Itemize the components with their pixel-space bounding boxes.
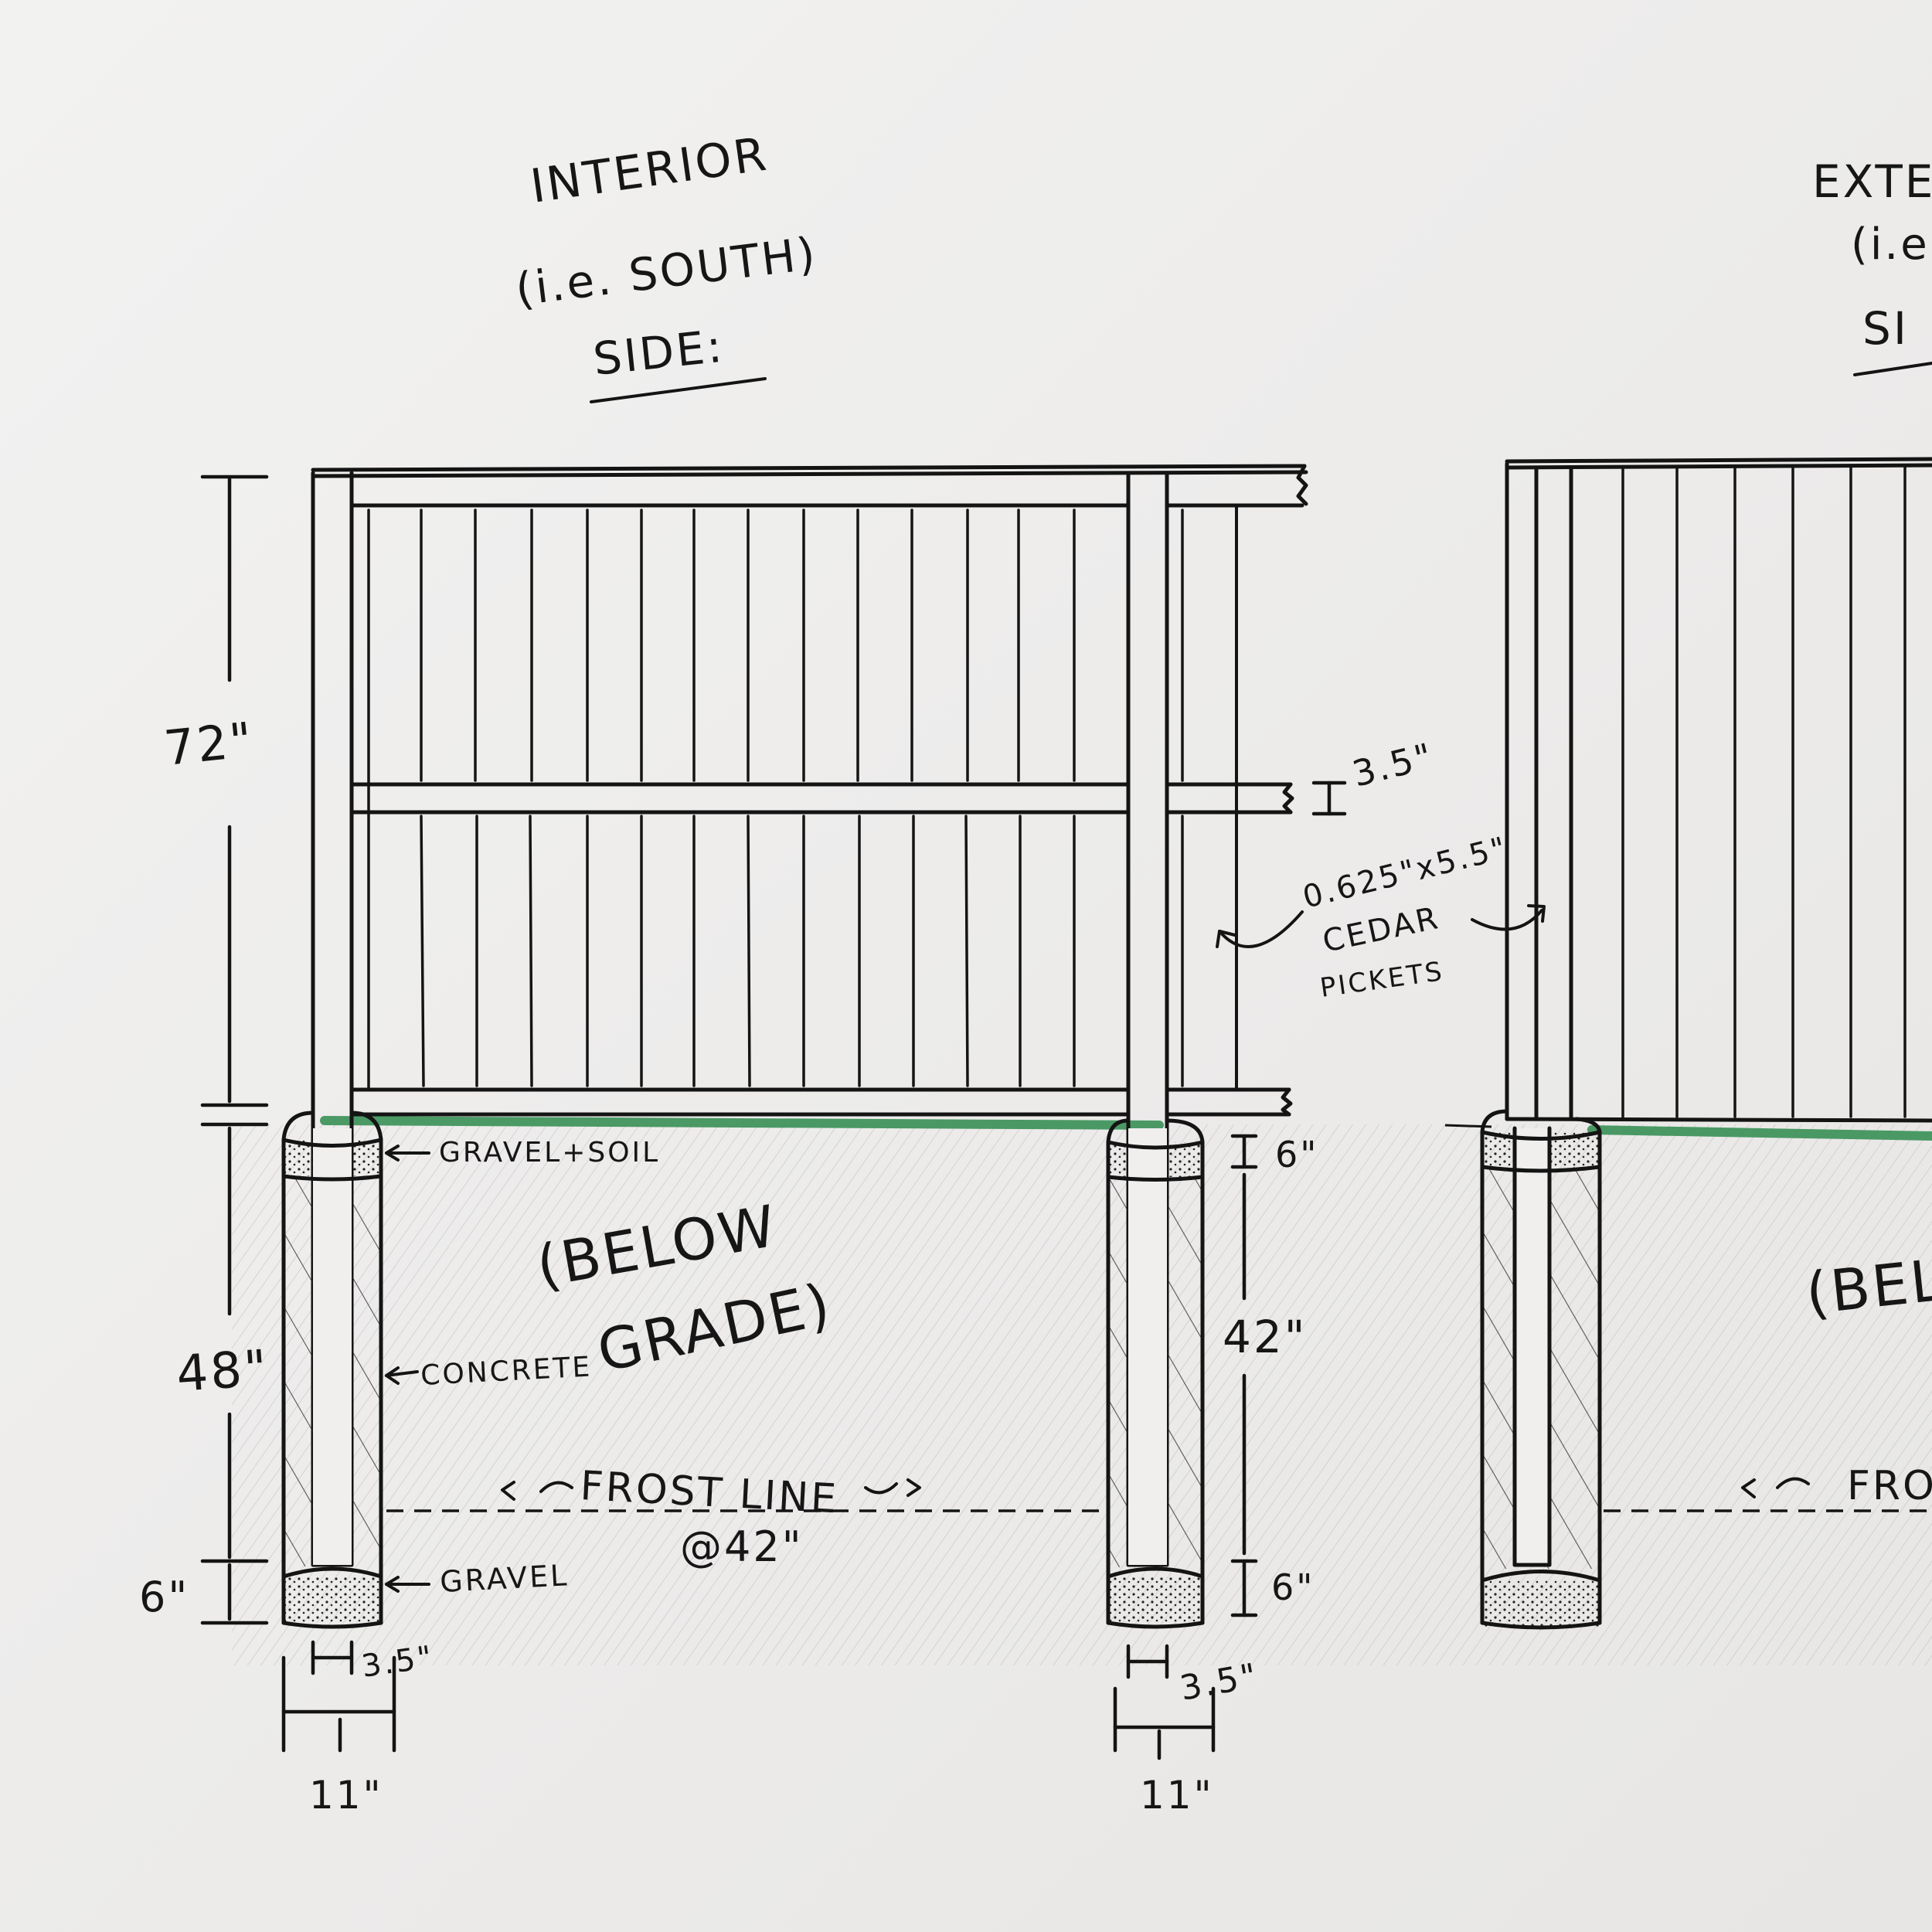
right-footing	[1106, 1118, 1205, 1629]
exterior-heading-line3: SI	[1862, 302, 1909, 355]
below-grade-depth-label: 48"	[175, 1340, 271, 1403]
pickets-type-label: PICKETS	[1318, 956, 1446, 1004]
grade-line-right	[1587, 1125, 1932, 1141]
fence-height-label: 72"	[162, 711, 257, 777]
gravel-bottom-depth-label: 6"	[1271, 1566, 1315, 1608]
exterior-footing	[1480, 1109, 1602, 1630]
concrete-depth-label: 42"	[1223, 1311, 1307, 1363]
exterior-below-grade-label: (BEL	[1803, 1247, 1932, 1328]
interior-heading: INTERIOR (i.e. SOUTH) SIDE:	[512, 127, 820, 403]
frost-depth-label: @42"	[680, 1522, 804, 1571]
interior-heading-line1: INTERIOR	[527, 127, 771, 213]
pickets-size-label: 0.625"x5.5"	[1299, 830, 1512, 915]
soil-area	[232, 1124, 1932, 1665]
left-footing	[281, 1111, 383, 1629]
gravel-soil-label: GRAVEL+SOIL	[439, 1137, 660, 1168]
gravel-label: GRAVEL	[439, 1558, 570, 1599]
gravel-top-depth-label: 6"	[1275, 1134, 1318, 1175]
pickets-material-label: CEDAR	[1320, 900, 1444, 960]
exterior-heading: EXTE (i.e. SI	[1812, 155, 1932, 376]
exterior-heading-line2: (i.e.	[1851, 219, 1932, 270]
interior-heading-line3: SIDE:	[590, 320, 726, 386]
interior-heading-line2: (i.e. SOUTH)	[512, 227, 820, 316]
leader-arrows	[385, 904, 1810, 1593]
grade-line-left	[320, 1116, 1164, 1130]
exterior-frost-line-label: FRO	[1847, 1463, 1932, 1509]
hole-diameter-right-label: 11"	[1140, 1773, 1214, 1818]
hole-diameter-left-label: 11"	[309, 1773, 383, 1818]
exterior-pickets	[1621, 466, 1906, 1118]
gravel-bottom-depth-left-label: 6"	[139, 1573, 189, 1621]
exterior-heading-line1: EXTE	[1812, 155, 1932, 208]
exterior-fence	[1505, 457, 1932, 1123]
interior-pickets	[367, 509, 1184, 1091]
rail-width-label: 3.5"	[1349, 735, 1438, 795]
dimension-lines	[200, 474, 1347, 1760]
dimension-labels: 72" 3.5" 48" 6" 42" 6" 6" 3.5" 3.5" 11" …	[139, 711, 1438, 1818]
